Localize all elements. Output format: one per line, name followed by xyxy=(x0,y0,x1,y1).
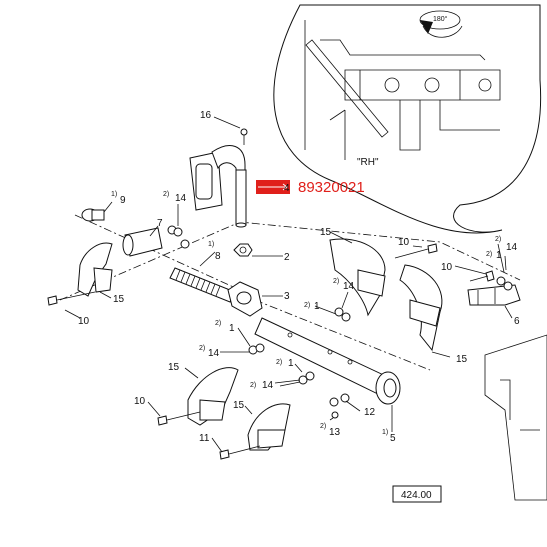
callout-14c: 14 xyxy=(208,348,220,359)
callout-8: 8 xyxy=(215,251,221,262)
part-16-bolt xyxy=(240,128,248,145)
part-4-support xyxy=(189,145,247,228)
callout-5-note: 1) xyxy=(382,429,388,436)
callout-1b: 1 xyxy=(229,323,235,334)
callout-1c-note: 2) xyxy=(276,359,282,366)
callout-12: 12 xyxy=(364,407,376,418)
callout-1a-note: 2) xyxy=(304,302,310,309)
part-11-bolt xyxy=(219,445,261,460)
part-10-bolt-c xyxy=(469,270,495,282)
callout-3: 3 xyxy=(284,291,290,302)
callout-15c: 15 xyxy=(168,362,180,373)
part-15-knife-a xyxy=(77,242,113,297)
small-hardware xyxy=(167,225,513,419)
callout-1b-note: 2) xyxy=(215,320,221,327)
leader-lines xyxy=(64,116,513,453)
reference-box xyxy=(392,485,442,503)
callout-16: 16 xyxy=(200,110,212,121)
highlighted-part-number: 89320021 xyxy=(298,179,365,196)
part-10-bolt-b xyxy=(394,243,438,259)
callout-14b-note: 2) xyxy=(333,278,339,285)
callout-4: 4 xyxy=(284,183,290,194)
rh-side-label: "RH" xyxy=(357,157,379,168)
part-6-bracket xyxy=(467,284,521,306)
callout-11: 11 xyxy=(199,433,210,444)
callout-1d-note: 2) xyxy=(486,251,492,258)
detail-bubble xyxy=(273,4,542,234)
callout-13-note: 2) xyxy=(320,423,326,430)
part-5-bearing xyxy=(375,371,401,405)
part-2-nut xyxy=(233,243,253,257)
part-15-knife-e xyxy=(247,403,291,451)
part-8-splined-shaft xyxy=(169,267,236,303)
callout-13: 13 xyxy=(329,427,341,438)
callout-7: 7 xyxy=(157,218,163,229)
callout-14e-note: 2) xyxy=(495,236,501,243)
part-3-housing xyxy=(227,281,263,317)
frame-right xyxy=(484,334,547,501)
callout-15e: 15 xyxy=(233,400,245,411)
callout-14b: 14 xyxy=(343,281,355,292)
callout-15d: 15 xyxy=(456,354,468,365)
callout-14e: 14 xyxy=(506,242,518,253)
callout-14d-note: 2) xyxy=(250,382,256,389)
rotation-label: 180° xyxy=(433,15,448,23)
part-10-bolt-a xyxy=(47,291,96,306)
callout-10b: 10 xyxy=(398,237,410,248)
callout-1d: 1 xyxy=(496,250,502,261)
callout-14d: 14 xyxy=(262,380,274,391)
callout-10d: 10 xyxy=(441,262,453,273)
part-7-sleeve xyxy=(122,227,163,257)
callout-14a-note: 2) xyxy=(163,191,169,198)
part-9-cap xyxy=(81,208,105,222)
callout-8-note: 1) xyxy=(208,241,214,248)
part-15-knife-b xyxy=(329,238,386,317)
callout-labels: 16 1) 9 2) 14 7 1) 8 2 3 15 10 15 10 2) … xyxy=(78,110,520,444)
callout-9-note: 1) xyxy=(111,191,117,198)
part-15-knife-c xyxy=(399,264,443,352)
callout-15b: 15 xyxy=(320,227,332,238)
highlight-marker xyxy=(256,180,290,194)
callout-10a: 10 xyxy=(78,316,90,327)
callout-14a: 14 xyxy=(175,193,187,204)
callout-9: 9 xyxy=(120,195,126,206)
callout-10c: 10 xyxy=(134,396,146,407)
callout-5: 5 xyxy=(390,433,396,444)
reference-number: 424.00 xyxy=(401,490,432,501)
callout-14c-note: 2) xyxy=(199,345,205,352)
part-15-knife-d xyxy=(187,367,239,426)
callout-2: 2 xyxy=(284,252,290,263)
callout-1a: 1 xyxy=(314,301,320,312)
part-10-bolt-d xyxy=(157,411,201,426)
callout-1c: 1 xyxy=(288,358,294,369)
callout-6: 6 xyxy=(514,316,520,327)
callout-15a: 15 xyxy=(113,294,125,305)
